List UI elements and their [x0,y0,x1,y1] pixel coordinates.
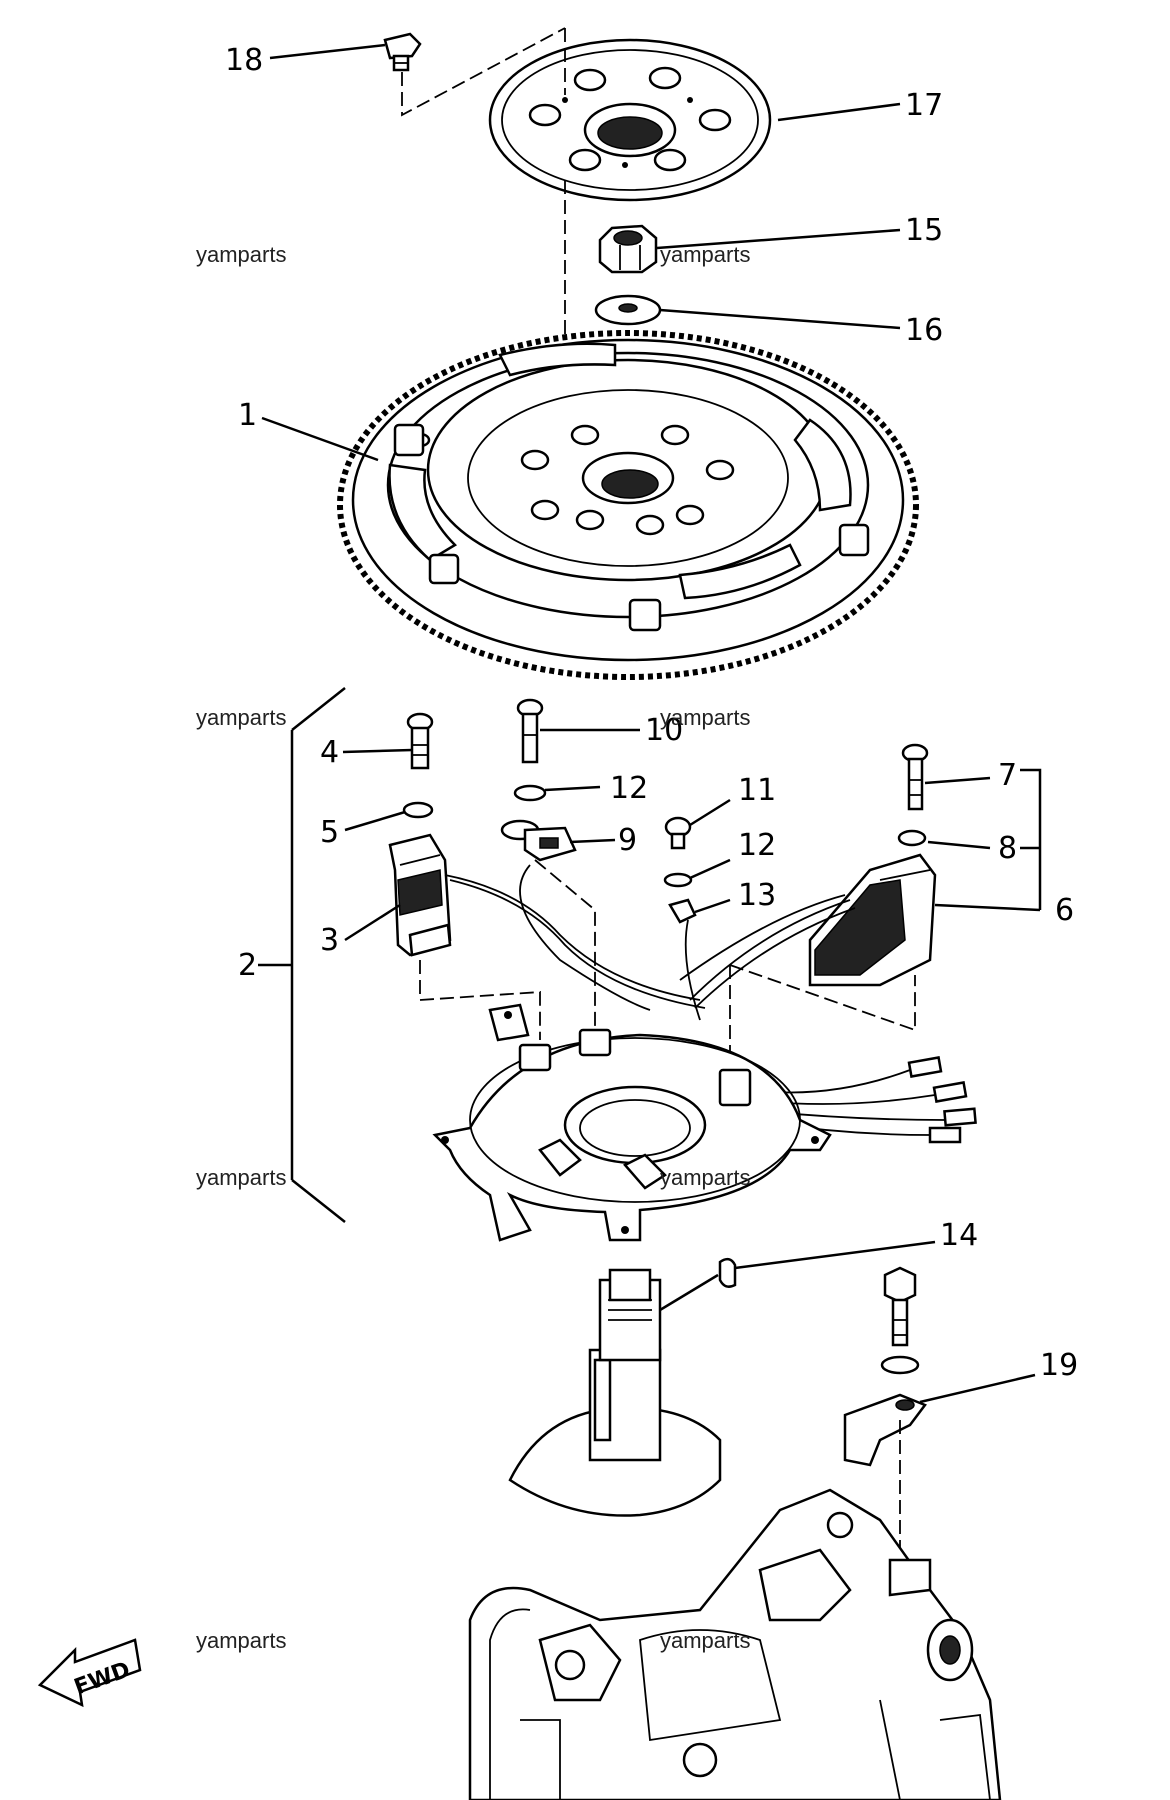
callout-7: 7 [998,758,1017,793]
callout-3: 3 [320,923,339,958]
callout-12-lower: 12 [738,828,776,863]
callout-12-upper: 12 [610,771,648,806]
watermark-text: yamparts [196,242,286,267]
forward-direction-arrow: FWD [37,1638,142,1708]
bolt-18 [383,32,422,72]
callout-labels: 18 17 15 16 1 4 5 3 2 10 12 9 11 12 13 7… [225,43,1078,1383]
woodruff-key-14 [718,1257,737,1288]
callout-8: 8 [998,831,1017,866]
callout-13: 13 [738,878,776,913]
crankcase-block [468,1488,1002,1800]
stator-assembly-bracket [290,687,346,1223]
washer-19 [880,1355,920,1375]
bolt-4 [406,712,434,770]
clamp-13 [668,898,697,924]
screw-11 [664,816,692,850]
callout-14: 14 [940,1218,978,1253]
watermarks: yamparts yamparts yamparts yamparts yamp… [196,242,750,1653]
callout-19: 19 [1040,1348,1078,1383]
watermark-text: yamparts [196,705,286,730]
leader-lines [258,43,1042,1404]
stator-base-plate [432,1003,832,1242]
wire-clamp-19 [843,1393,927,1467]
pulser-coil-3 [388,833,452,957]
watermark-text: yamparts [196,1628,286,1653]
crankshaft-end [508,1268,722,1517]
washer-16 [594,294,662,326]
callout-1: 1 [238,398,257,433]
nut-15 [598,224,658,274]
sensor-9 [500,819,577,862]
callout-16: 16 [905,313,943,348]
callout-18: 18 [225,43,263,78]
callout-11: 11 [738,773,776,808]
callout-5: 5 [320,815,339,850]
wire-harness [444,864,946,1136]
watermark-text: yamparts [196,1165,286,1190]
watermark-text: yamparts [660,705,750,730]
callout-6: 6 [1055,893,1074,928]
callout-9: 9 [618,823,637,858]
watermark-text: yamparts [660,1628,750,1653]
callout-15: 15 [905,213,943,248]
wire-connectors [907,1056,977,1144]
bolt-10 [516,698,544,764]
washer-8 [897,829,927,847]
washer-12-upper [513,784,547,802]
watermark-text: yamparts [660,1165,750,1190]
washer-12-lower [663,872,693,888]
rotor-cover-plate [488,38,772,202]
callout-10: 10 [645,713,683,748]
bolt-19-upper [883,1266,917,1347]
bolt-7 [901,743,929,811]
callout-17: 17 [905,88,943,123]
washer-5 [402,801,434,819]
flywheel-rotor [337,330,919,680]
watermark-text: yamparts [660,242,750,267]
callout-4: 4 [320,735,339,770]
callout-2: 2 [238,948,257,983]
charge-coil-6 [808,853,937,987]
